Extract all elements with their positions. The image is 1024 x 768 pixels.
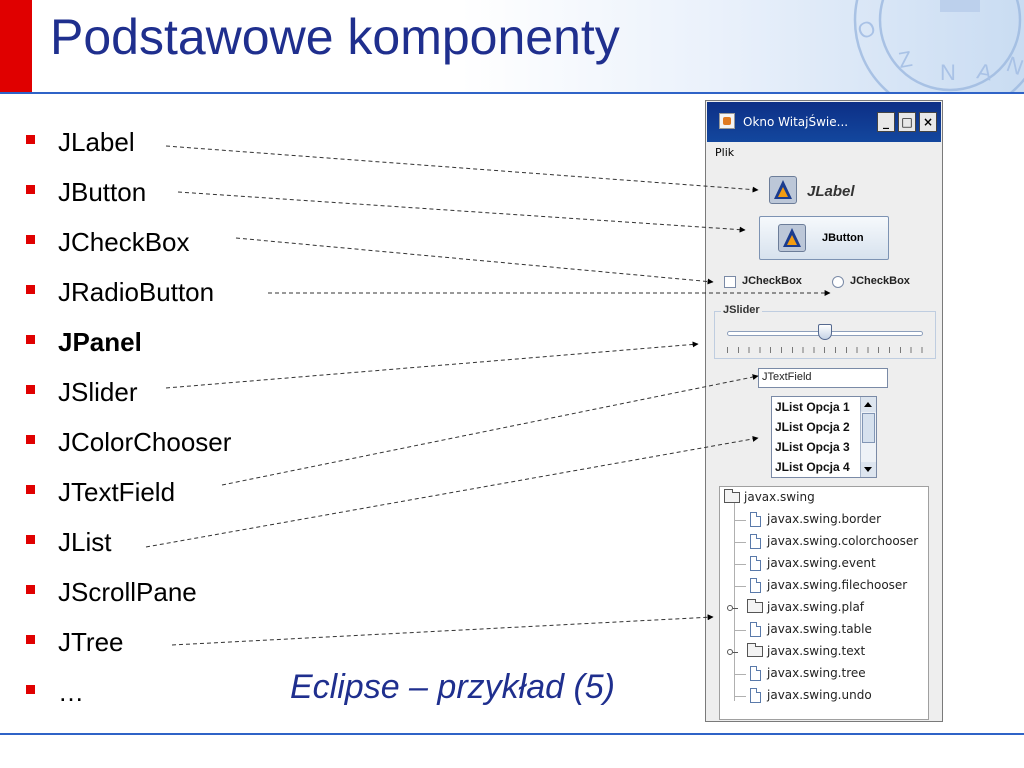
tree-connector-line <box>734 586 746 587</box>
bullet-item: … <box>22 672 231 722</box>
close-button[interactable]: × <box>919 112 937 132</box>
file-icon <box>750 556 761 571</box>
expand-handle-icon[interactable] <box>727 605 738 611</box>
delta-logo-icon <box>769 176 797 204</box>
slide-title: Podstawowe komponenty <box>50 9 620 65</box>
bullet-item: JPanel <box>22 322 231 372</box>
svg-text:Z: Z <box>897 46 915 73</box>
bullet-marker <box>26 235 35 244</box>
bullet-marker <box>26 635 35 644</box>
accent-bar <box>0 0 32 92</box>
jtextfield[interactable]: JTextField <box>758 368 888 388</box>
bullet-marker <box>26 585 35 594</box>
list-vertical-scrollbar[interactable] <box>860 397 876 477</box>
file-icon <box>750 534 761 549</box>
tree-connector-line <box>734 564 746 565</box>
arrow-jlist <box>145 435 759 548</box>
arrow-jtree <box>171 614 714 646</box>
arrow-jbutton <box>177 191 746 233</box>
title-rule <box>0 92 1024 94</box>
bullet-item: JColorChooser <box>22 422 231 472</box>
tree-connector-line <box>734 630 746 631</box>
bullet-item: JList <box>22 522 231 572</box>
bullet-marker <box>26 335 35 344</box>
jcheckbox[interactable] <box>724 276 736 288</box>
university-seal-watermark: O Z N A N <box>854 0 1024 92</box>
jbutton-label: JButton <box>822 232 864 244</box>
jradiobutton[interactable] <box>832 276 844 288</box>
list-item[interactable]: JList Opcja 1 <box>775 400 850 414</box>
tree-connector-line <box>734 520 746 521</box>
tree-connector-line <box>734 696 746 697</box>
bullet-marker <box>26 685 35 694</box>
maximize-button[interactable]: □ <box>898 112 916 132</box>
jtree: javax.swing javax.swing.border javax.swi… <box>719 486 929 720</box>
arrow-jtextfield <box>221 374 759 486</box>
file-icon <box>750 666 761 681</box>
file-icon <box>750 512 761 527</box>
bullet-marker <box>26 485 35 494</box>
bullet-marker <box>26 285 35 294</box>
list-item[interactable]: JList Opcja 3 <box>775 440 850 454</box>
tree-connector-line <box>734 674 746 675</box>
svg-text:N: N <box>1003 51 1024 80</box>
window-title: Okno WitajŚwie... <box>743 115 849 129</box>
bullet-marker <box>26 385 35 394</box>
bullet-item: JRadioButton <box>22 272 231 322</box>
jcheckbox-label: JCheckBox <box>742 275 802 287</box>
folder-icon <box>747 643 763 657</box>
folder-icon <box>747 599 763 613</box>
list-item[interactable]: JList Opcja 4 <box>775 460 850 474</box>
bullet-item: JLabel <box>22 122 231 172</box>
bullet-marker <box>26 135 35 144</box>
bullet-item: JCheckBox <box>22 222 231 272</box>
bullet-item: JButton <box>22 172 231 222</box>
bullet-item: JTextField <box>22 472 231 522</box>
jlist-scrollpane: JList Opcja 1 JList Opcja 2 JList Opcja … <box>771 396 877 478</box>
tree-connector-line <box>734 503 735 701</box>
bullet-marker <box>26 435 35 444</box>
java-app-icon <box>719 113 735 129</box>
folder-icon <box>724 489 740 503</box>
footer-rule <box>0 733 1024 735</box>
scroll-up-arrow-icon[interactable] <box>861 397 876 412</box>
window-titlebar[interactable]: Okno WitajŚwie... _ □ × <box>707 102 941 142</box>
svg-text:A: A <box>975 58 994 85</box>
jbutton[interactable]: JButton <box>759 216 889 260</box>
expand-handle-icon[interactable] <box>727 649 738 655</box>
bullet-item: JScrollPane <box>22 572 231 622</box>
minimize-button[interactable]: _ <box>877 112 895 132</box>
slider-group-title: JSlider <box>721 304 762 316</box>
title-band <box>0 0 1024 92</box>
file-icon <box>750 688 761 703</box>
bullet-item: JSlider <box>22 372 231 422</box>
svg-text:N: N <box>940 60 956 85</box>
tree-connector-line <box>734 542 746 543</box>
arrow-jlabel <box>165 145 759 193</box>
list-item[interactable]: JList Opcja 2 <box>775 420 850 434</box>
slide-caption: Eclipse – przykład (5) <box>290 668 616 706</box>
swing-window: Okno WitajŚwie... _ □ × Plik JLabel JBut… <box>705 100 943 722</box>
jlabel-text: JLabel <box>807 183 855 200</box>
slider-ticks <box>727 347 925 353</box>
bullet-item: JTree <box>22 622 231 672</box>
menu-bar: Plik <box>707 142 941 164</box>
menu-file[interactable]: Plik <box>715 146 735 159</box>
scroll-down-arrow-icon[interactable] <box>861 462 876 477</box>
scroll-thumb[interactable] <box>862 413 875 443</box>
bullet-marker <box>26 535 35 544</box>
arrow-jslider <box>165 341 699 389</box>
bullet-list: JLabel JButton JCheckBox JRadioButton JP… <box>22 122 231 722</box>
file-icon <box>750 622 761 637</box>
delta-logo-icon <box>778 224 806 252</box>
slider-thumb[interactable] <box>818 324 832 340</box>
arrow-jcheckbox <box>235 237 714 285</box>
file-icon <box>750 578 761 593</box>
jpanel-slider-group: JSlider <box>714 304 936 359</box>
bullet-marker <box>26 185 35 194</box>
jradiobutton-label: JCheckBox <box>850 275 910 287</box>
